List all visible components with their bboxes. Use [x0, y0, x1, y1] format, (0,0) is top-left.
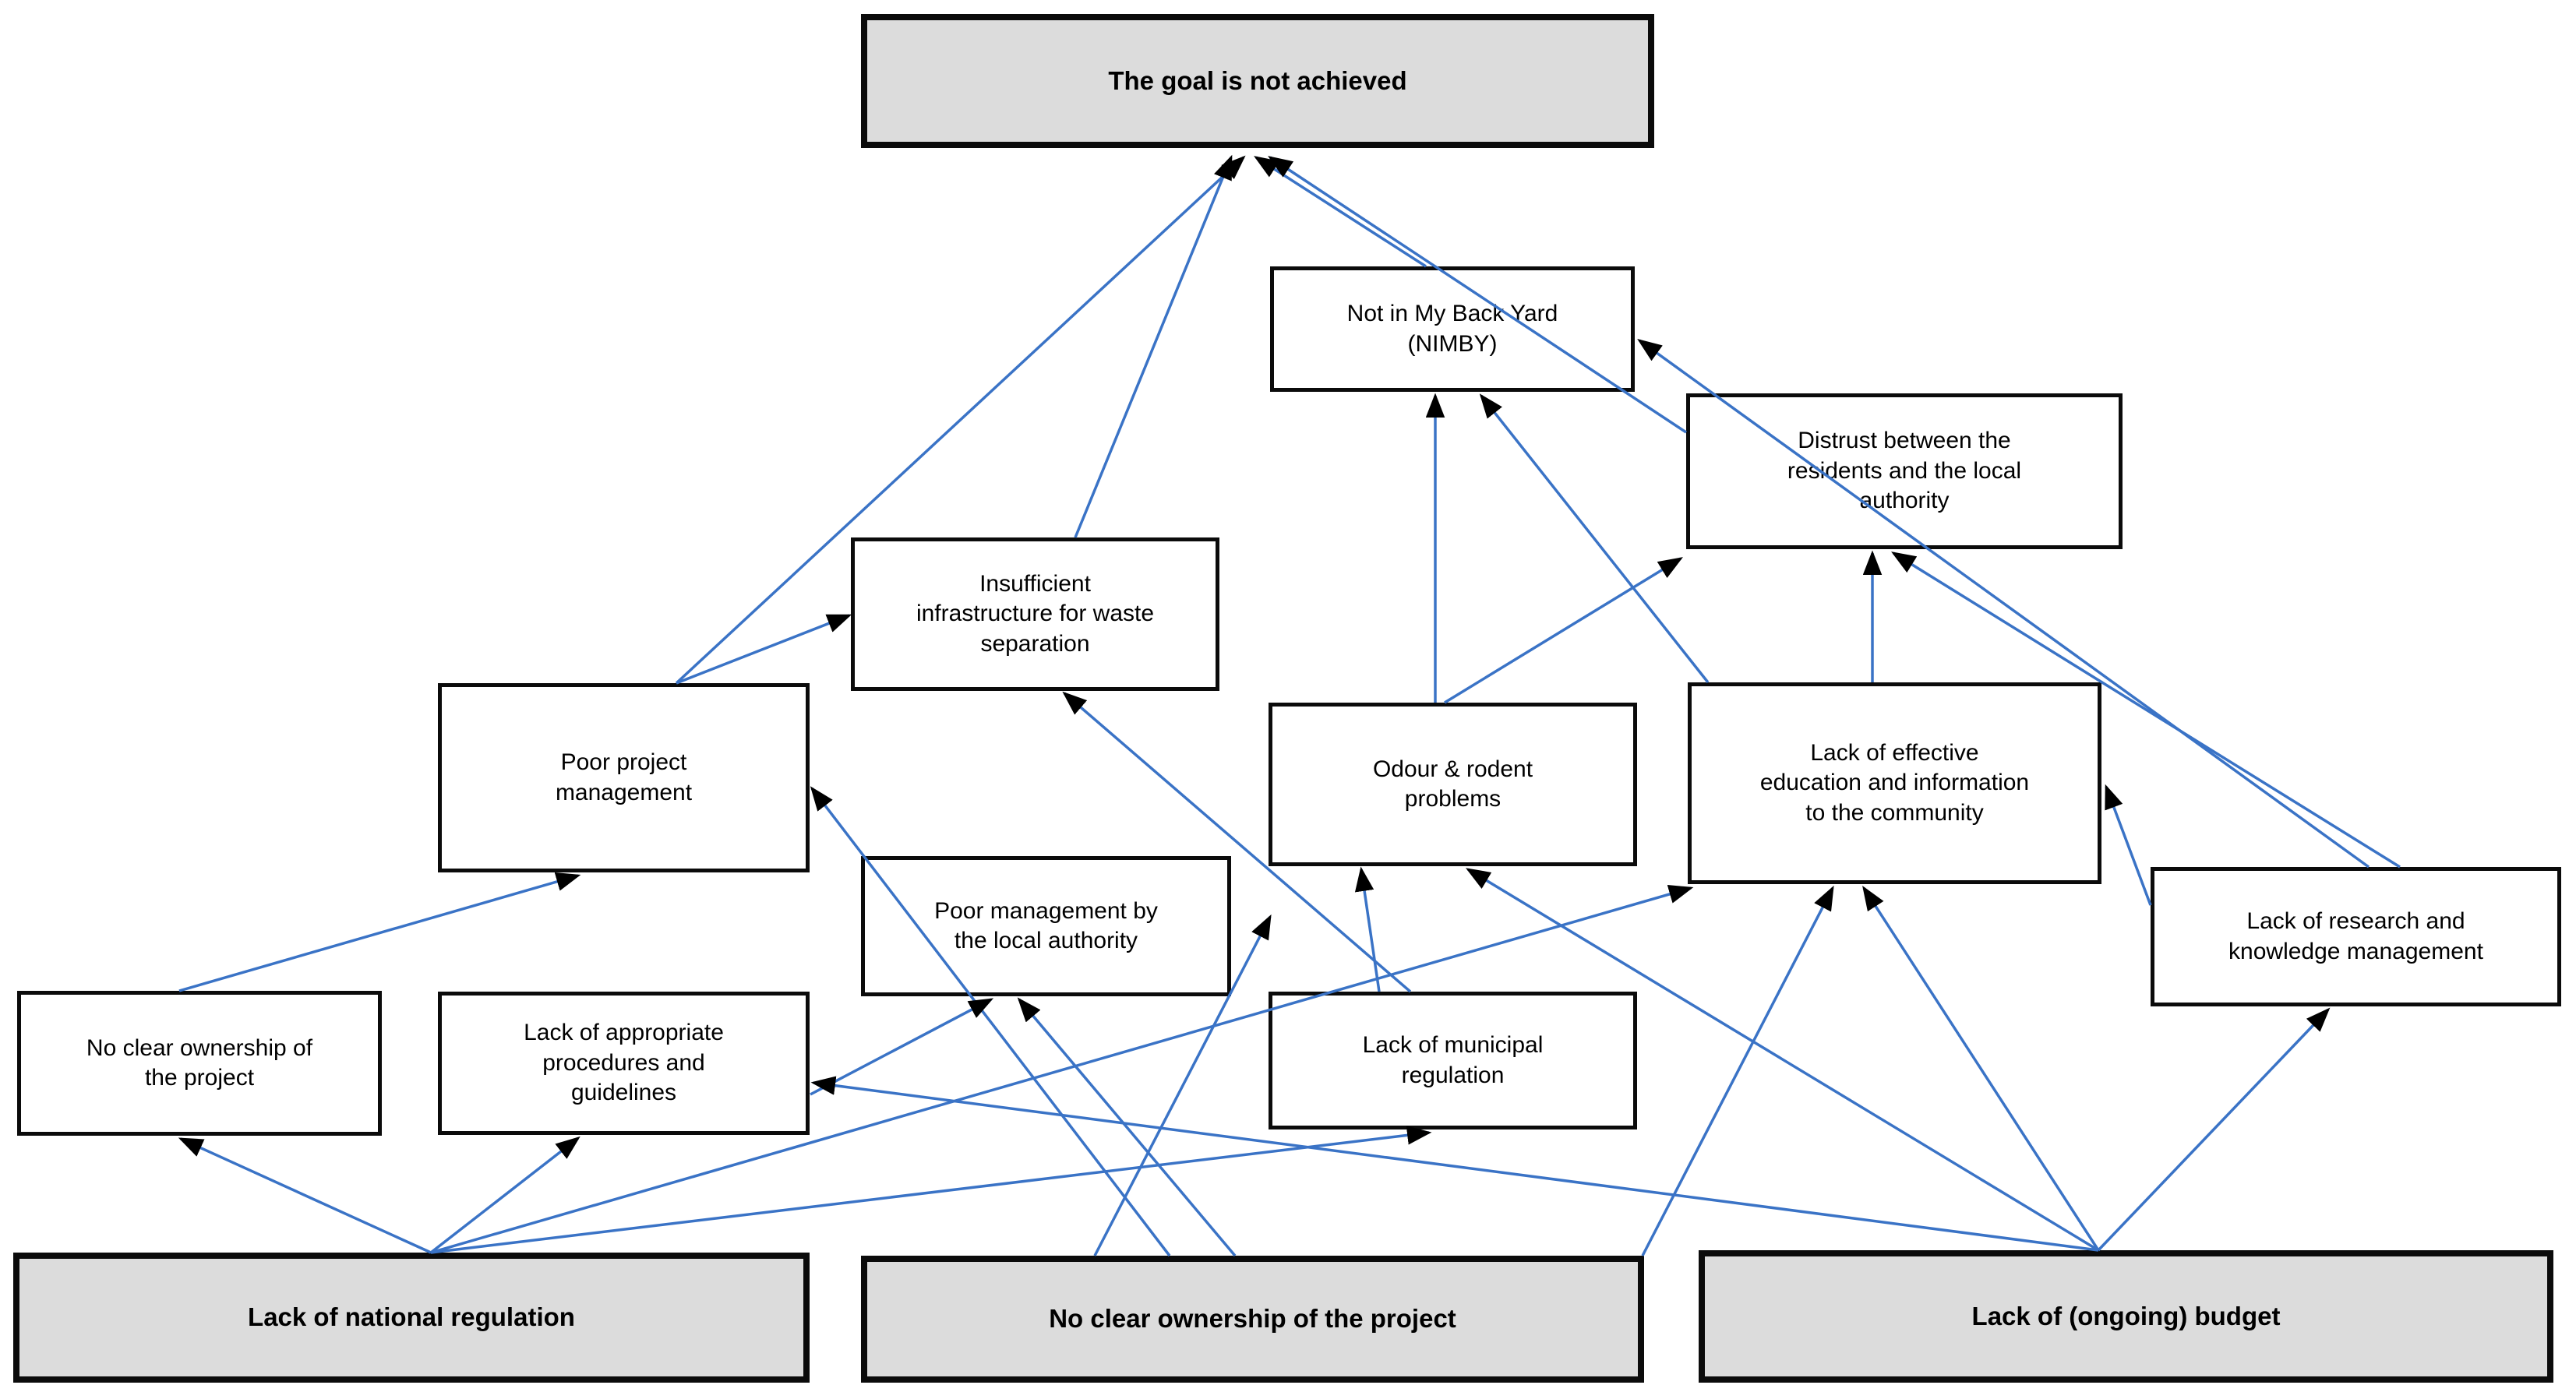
node-pmla: Poor management by the local authority: [861, 856, 1231, 996]
node-goal: The goal is not achieved: [861, 14, 1654, 148]
node-label-pmla: Poor management by the local authority: [934, 897, 1158, 953]
arrow-ppm-to-iiws: [676, 614, 852, 685]
arrow-orp-to-distrust: [1444, 557, 1683, 704]
arrow-lnr-to-lmr: [430, 1126, 1432, 1254]
node-ppm: Poor project management: [438, 683, 810, 872]
node-lee: Lack of effective education and informat…: [1688, 682, 2101, 884]
node-lob: Lack of (ongoing) budget: [1699, 1250, 2553, 1383]
node-nco_gray: No clear ownership of the project: [861, 1256, 1644, 1383]
arrow-nco_gray-to-pmla: [1017, 997, 1237, 1257]
arrow-ppm-to-goal: [675, 155, 1246, 685]
node-distrust: Distrust between the residents and the l…: [1686, 393, 2123, 549]
node-label-lnr: Lack of national regulation: [248, 1302, 575, 1332]
node-label-nimby: Not in My Back Yard (NIMBY): [1346, 301, 1558, 357]
node-label-lapg: Lack of appropriate procedures and guide…: [524, 1020, 724, 1106]
node-label-lob: Lack of (ongoing) budget: [1971, 1301, 2281, 1330]
arrow-nco_gray-to-ppm: [810, 786, 1171, 1257]
arrow-lnr-to-nco_small: [178, 1137, 432, 1254]
arrow-lrkm-to-distrust: [1891, 552, 2401, 869]
node-label-lmr: Lack of municipal regulation: [1362, 1032, 1544, 1088]
arrow-lnr-to-lee: [430, 885, 1694, 1254]
node-nco_small: No clear ownership of the project: [17, 991, 382, 1136]
node-iiws: Insufficient infrastructure for waste se…: [851, 537, 1219, 691]
arrow-lnr-to-lapg: [429, 1136, 580, 1254]
node-lapg: Lack of appropriate procedures and guide…: [438, 992, 810, 1135]
node-label-distrust: Distrust between the residents and the l…: [1787, 428, 2022, 514]
arrow-iiws-to-goal: [1074, 154, 1233, 538]
node-label-orp: Odour & rodent problems: [1372, 756, 1533, 812]
node-nimby: Not in My Back Yard (NIMBY): [1270, 266, 1635, 392]
arrow-lapg-to-pmla: [810, 998, 994, 1096]
node-label-goal: The goal is not achieved: [1108, 65, 1407, 95]
node-lmr: Lack of municipal regulation: [1269, 992, 1637, 1129]
node-label-lrkm: Lack of research and knowledge managemen…: [2228, 908, 2483, 964]
arrow-lob-to-lee: [1862, 886, 2100, 1251]
arrow-lob-to-lapg: [810, 1076, 2099, 1252]
node-label-ppm: Poor project management: [555, 749, 693, 805]
node-label-lee: Lack of effective education and informat…: [1759, 739, 2030, 826]
arrow-lrkm-to-nimby: [1637, 338, 2370, 869]
arrow-lee-to-nimby: [1479, 393, 1710, 684]
node-label-iiws: Insufficient infrastructure for waste se…: [916, 570, 1155, 657]
node-orp: Odour & rodent problems: [1269, 703, 1637, 866]
node-label-nco_gray: No clear ownership of the project: [1049, 1304, 1456, 1334]
arrow-lmr-to-iiws: [1062, 691, 1412, 993]
arrow-nco_gray-to-orp: [1093, 914, 1272, 1256]
arrow-lmr-to-orp: [1354, 866, 1381, 992]
arrow-nimby-to-goal: [1254, 156, 1427, 268]
node-label-nco_small: No clear ownership of the project: [86, 1034, 313, 1091]
node-lrkm: Lack of research and knowledge managemen…: [2151, 867, 2561, 1006]
arrow-lob-to-orp: [1466, 868, 2099, 1252]
arrow-distrust-to-goal: [1268, 156, 1687, 434]
arrow-lrkm-to-lee: [2105, 784, 2152, 906]
node-lnr: Lack of national regulation: [13, 1253, 810, 1383]
arrow-lob-to-lrkm: [2097, 1007, 2331, 1252]
arrow-nco_small-to-ppm: [178, 872, 581, 992]
